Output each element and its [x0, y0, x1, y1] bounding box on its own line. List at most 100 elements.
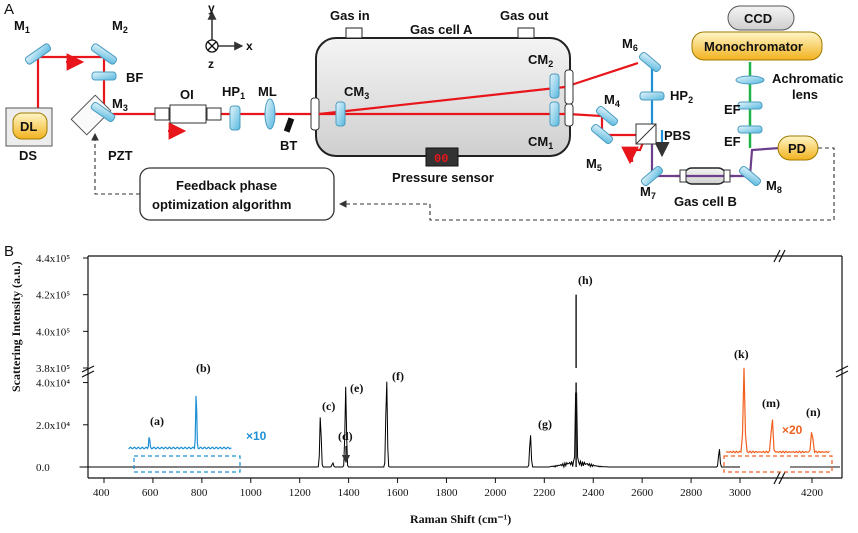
- dl-label: DL: [20, 119, 37, 134]
- optical-isolator: [169, 104, 207, 124]
- cell-a-output-window-lower: [564, 103, 574, 127]
- gas-out-label: Gas out: [500, 8, 549, 23]
- x-tick-label: 2600: [631, 487, 654, 499]
- x-tick-label: 2400: [582, 487, 605, 499]
- x-tick-label: 2000: [484, 487, 507, 499]
- isolator-polarizer-left: [154, 107, 170, 121]
- x-tick-label: 4200: [801, 487, 824, 499]
- cavity-mirror-cm3: [335, 101, 346, 127]
- peak-label: (n): [806, 405, 821, 419]
- mirror-m7: [640, 165, 664, 187]
- cavity-mirror-cm1: [549, 101, 560, 127]
- ds-label: DS: [19, 148, 37, 163]
- cm1-label: CM1: [528, 134, 553, 151]
- m5-label: M5: [586, 156, 602, 173]
- bandpass-filter: [91, 71, 117, 81]
- axis-z-label: z: [208, 57, 214, 71]
- x-axis-title: Raman Shift (cm⁻¹): [410, 512, 511, 526]
- achromatic-lens: [735, 75, 765, 85]
- y-tick-label: 3.8x10⁵: [36, 363, 70, 375]
- mirror-m3: [90, 101, 116, 123]
- pressure-sensor: [425, 147, 459, 167]
- m1-label: M1: [14, 18, 30, 35]
- gas-inlet: [345, 27, 363, 39]
- diode-laser: [12, 112, 48, 140]
- cm3-label: CM3: [344, 84, 369, 101]
- x-axis-break: [773, 249, 786, 485]
- achromatic-label-line2: lens: [792, 87, 818, 102]
- blue-inset-trace: [128, 395, 232, 450]
- edge-filter-1: [737, 101, 763, 110]
- mirror-m1: [24, 43, 52, 65]
- x-tick-label: 2200: [533, 487, 556, 499]
- feedback-algorithm-box: [139, 167, 335, 221]
- gas-outlet: [517, 27, 535, 39]
- pressure-sensor-label: Pressure sensor: [392, 170, 494, 185]
- feedback-label-line2: optimization algorithm: [152, 197, 291, 212]
- y-axis-title: Scattering Intensity (a.u.): [9, 261, 23, 392]
- m8-label: M8: [766, 178, 782, 195]
- peak-label: (m): [762, 396, 780, 410]
- blue-zoom-region: [133, 455, 241, 473]
- peak-label: (g): [538, 417, 552, 431]
- ef1-label: EF: [724, 102, 741, 117]
- feedback-label-line1: Feedback phase: [176, 178, 277, 193]
- hp2-label: HP2: [670, 88, 693, 105]
- cavity-mirror-cm2: [549, 73, 560, 99]
- pd-label: PD: [788, 141, 806, 156]
- orange-scale-label: ×20: [782, 423, 803, 437]
- intracell-beams: [318, 85, 566, 116]
- orange-zoom-region: [723, 455, 833, 473]
- cell-a-input-window: [310, 97, 320, 131]
- mode-matching-lens: [264, 98, 276, 130]
- y-tick-labels: 0.02.0x10⁴4.0x10⁴3.8x10⁵4.0x10⁵4.2x10⁵4.…: [36, 253, 88, 474]
- monochromator-label: Monochromator: [704, 39, 803, 54]
- mirror-m8: [738, 165, 762, 187]
- axis-x-label: x: [246, 39, 253, 53]
- peak-label: (a): [150, 414, 164, 428]
- bt-label: BT: [280, 138, 297, 153]
- spectrum-trace: [79, 294, 840, 469]
- m3-label: M3: [112, 96, 128, 113]
- spectrum-line: [79, 381, 740, 469]
- y-tick-label: 2.0x10⁴: [36, 420, 70, 432]
- red-direction-arrows: [66, 53, 639, 165]
- peak-label: (d): [338, 429, 353, 443]
- y-tick-label: 0.0: [36, 462, 50, 474]
- isolator-polarizer-right: [206, 107, 222, 121]
- m7-label: M7: [640, 184, 656, 201]
- peak-label: (c): [322, 399, 335, 413]
- y-axis-break: [81, 365, 849, 378]
- gas-in-label: Gas in: [330, 8, 370, 23]
- x-tick-label: 1400: [338, 487, 361, 499]
- m4-label: M4: [604, 92, 620, 109]
- y-tick-label: 4.2x10⁵: [36, 290, 70, 302]
- x-tick-label: 1000: [240, 487, 263, 499]
- pzt-label: PZT: [108, 148, 133, 163]
- blue-scale-label: ×10: [246, 429, 267, 443]
- x-tick-label: 3000: [729, 487, 752, 499]
- mirror-m4: [595, 105, 619, 127]
- peak-labels: (a)(b)(c)(d)(e)(f)(g)(h)(k)(m)(n): [150, 273, 821, 443]
- ef2-label: EF: [724, 134, 741, 149]
- axis-y-label: y: [208, 1, 215, 15]
- mirror-m6: [638, 51, 662, 73]
- mirror-m2: [90, 43, 118, 65]
- x-tick-label: 2800: [680, 487, 703, 499]
- half-wave-plate-hp1: [229, 105, 241, 131]
- peak-label: (h): [578, 273, 593, 287]
- ml-label: ML: [258, 84, 277, 99]
- gas-cell-b-label: Gas cell B: [674, 194, 737, 209]
- x-tick-label: 800: [191, 487, 208, 499]
- peak-label: (f): [392, 369, 404, 383]
- x-tick-label: 400: [93, 487, 110, 499]
- monochromator: [691, 31, 823, 61]
- x-tick-label: 1200: [289, 487, 312, 499]
- edge-filter-2: [737, 125, 763, 134]
- pressure-display: 00: [434, 152, 448, 166]
- y-tick-label: 4.4x10⁵: [36, 253, 70, 265]
- x-tick-label: 600: [142, 487, 159, 499]
- x-tick-label: 1600: [387, 487, 410, 499]
